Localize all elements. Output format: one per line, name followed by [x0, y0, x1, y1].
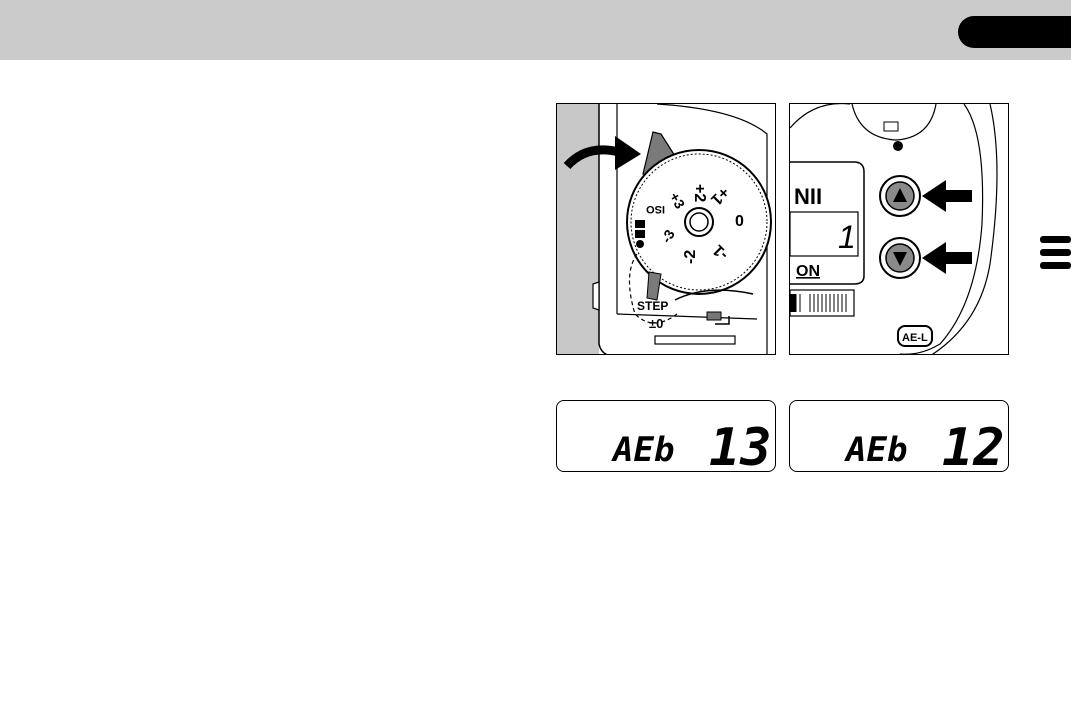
buttons-illustration: NII 1 ON: [789, 103, 1009, 355]
dial-illustration-svg: +2 +1 0 -1 -2 -3 +3 ISO STEP ±0: [557, 104, 776, 355]
left-arrow-icon: [922, 180, 972, 212]
ael-label: AE-L: [902, 332, 928, 344]
dial-label: +2: [691, 184, 708, 202]
dial-label: -2: [682, 250, 699, 264]
header-tab: [958, 16, 1071, 48]
dial-illustration: +2 +1 0 -1 -2 -3 +3 ISO STEP ±0: [556, 103, 776, 355]
up-button-icon: [880, 176, 920, 216]
zero-label: ±0: [649, 316, 663, 331]
menu-icon[interactable]: [1040, 236, 1071, 270]
lcd-display-left: AEb 13: [556, 400, 776, 472]
lcd-label: AEb: [844, 430, 907, 470]
dial-label: 0: [735, 213, 744, 230]
down-button-icon: [880, 238, 920, 278]
lcd-digit: 1: [838, 219, 856, 255]
dial-label: ISO: [646, 203, 665, 215]
lcd-value: 12: [942, 418, 1005, 473]
lcd-label: AEb: [611, 430, 674, 470]
model-text: NII: [794, 184, 822, 209]
on-text: ON: [796, 263, 820, 280]
left-arrow-icon: [922, 242, 972, 274]
camera-body-shade: [557, 104, 599, 355]
lcd-display-right: AEb 12: [789, 400, 1009, 472]
lcd-value: 13: [709, 418, 772, 473]
buttons-illustration-svg: NII 1 ON: [790, 104, 1009, 355]
header-bar: [0, 0, 1071, 60]
step-label: STEP: [637, 299, 668, 313]
